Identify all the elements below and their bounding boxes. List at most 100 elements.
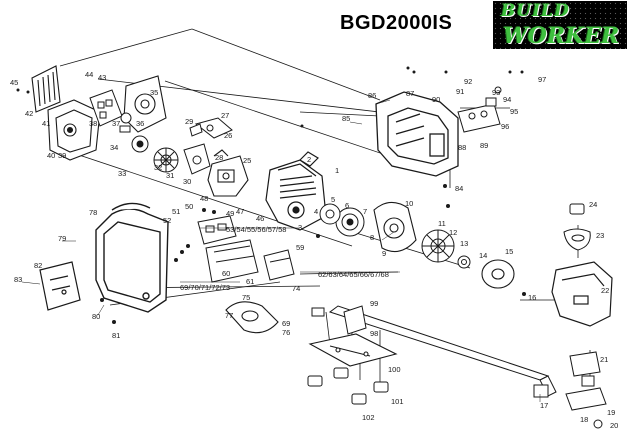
- callout: 75: [242, 293, 250, 302]
- callout: 78: [89, 208, 97, 217]
- callout: 76: [282, 328, 290, 337]
- carburetor: [207, 149, 249, 197]
- callout: 81: [112, 331, 120, 340]
- fuel-cap: [563, 203, 591, 251]
- callout: 18: [580, 415, 588, 424]
- callout: 21: [600, 355, 608, 364]
- callout: 74: [292, 284, 300, 293]
- callout: 101: [391, 397, 404, 406]
- callout: 53/54/55/56/57/58: [226, 225, 286, 234]
- logo-text-line2: WORKER: [503, 23, 620, 49]
- oil-sensor-bracket: [189, 117, 233, 139]
- rail-bracket: [311, 305, 367, 335]
- callout: 82: [34, 261, 42, 270]
- capacitor-bracket: [263, 249, 295, 281]
- callout: 16: [528, 293, 536, 302]
- callout: 4: [314, 207, 318, 216]
- spacer-ring: [457, 255, 471, 269]
- fuel-tank: [551, 261, 613, 327]
- callout-leaders: [21, 99, 541, 402]
- engine-block: [265, 151, 327, 231]
- model-title: BGD2000IS: [340, 12, 453, 34]
- callout: 13: [460, 239, 468, 248]
- callout: 79: [58, 234, 66, 243]
- callout: 99: [370, 299, 378, 308]
- callout: 29: [185, 117, 193, 126]
- callout: 52: [163, 216, 171, 225]
- assembly-line: [59, 28, 193, 67]
- callout: 31: [166, 171, 174, 180]
- callout: 51: [172, 207, 180, 216]
- callout: 19: [607, 408, 615, 417]
- assembly-line: [355, 232, 471, 269]
- callout: 46: [256, 214, 264, 223]
- callout: 22: [601, 286, 609, 295]
- brand-logo: BUILD WORKER: [493, 1, 627, 49]
- callout: 40: [47, 151, 55, 160]
- vent-grille: [31, 65, 61, 113]
- callout: 91: [456, 87, 464, 96]
- callout: 38: [89, 119, 97, 128]
- callout: 32: [154, 163, 162, 172]
- callout: 15: [505, 247, 513, 256]
- callout: 39: [58, 151, 66, 160]
- callout: 84: [455, 184, 463, 193]
- starter-pulley: [335, 207, 365, 237]
- assembly-lines: [59, 28, 591, 385]
- callout: 6: [345, 201, 349, 210]
- callout: 34: [110, 143, 118, 152]
- callout: 3: [298, 223, 302, 232]
- callout: 83: [14, 275, 22, 284]
- fuel-valve: [565, 351, 607, 429]
- assembly-line: [299, 271, 399, 275]
- left-side-cover: [47, 99, 101, 161]
- callout: 49: [226, 209, 234, 218]
- logo-texture: [493, 1, 627, 49]
- callout: 93: [492, 88, 500, 97]
- callout: 50: [185, 202, 193, 211]
- muffler: [225, 301, 279, 334]
- callout: 60: [222, 269, 230, 278]
- flywheel-fan: [421, 229, 455, 263]
- callout: 36: [136, 119, 144, 128]
- callout: 61: [246, 277, 254, 286]
- callout: 41: [42, 119, 50, 128]
- handle-rail: [328, 305, 557, 398]
- callout: 12: [449, 228, 457, 237]
- callout: 8: [370, 233, 374, 242]
- cooling-fan: [153, 147, 179, 173]
- callout: 24: [589, 200, 597, 209]
- callout: 14: [479, 251, 487, 260]
- callout: 85: [342, 114, 350, 123]
- base-frame: [308, 333, 398, 367]
- callout: 59: [296, 243, 304, 252]
- callout: 98: [370, 329, 378, 338]
- callout: 89: [480, 141, 488, 150]
- callout: 23: [596, 231, 604, 240]
- callout: 92: [464, 77, 472, 86]
- callout: 95: [510, 107, 518, 116]
- callout: 17: [540, 401, 548, 410]
- callout: 7: [363, 207, 367, 216]
- callout: 77: [225, 311, 233, 320]
- callout: 86: [368, 91, 376, 100]
- callout: 10: [405, 199, 413, 208]
- callout: 20: [610, 421, 618, 430]
- callout: 26: [224, 131, 232, 140]
- callout: 102: [362, 413, 375, 422]
- callout: 37: [112, 119, 120, 128]
- callout: 90: [432, 95, 440, 104]
- rotor: [319, 203, 341, 225]
- inverter-module: [197, 215, 259, 283]
- callout: 25: [243, 156, 251, 165]
- callout: 35: [150, 88, 158, 97]
- callout: 44: [85, 70, 93, 79]
- fasteners: [16, 66, 526, 324]
- callout: 45: [10, 78, 18, 87]
- logo-text-line1: BUILD: [501, 1, 570, 21]
- front-panel: [95, 202, 169, 313]
- callout: 87: [406, 89, 414, 98]
- front-cover-plate: [39, 261, 81, 311]
